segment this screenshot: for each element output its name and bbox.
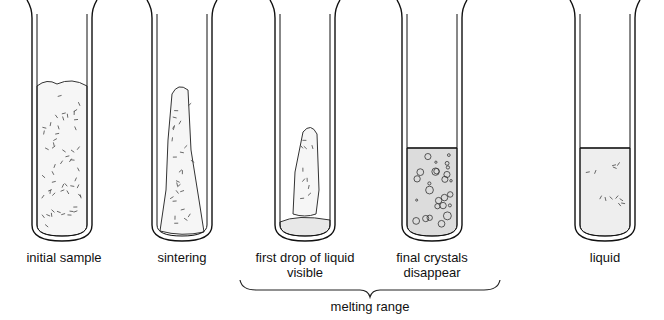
- crystal-specks: [42, 95, 625, 227]
- range-label: melting range: [290, 299, 450, 314]
- stage-label: initial sample: [4, 250, 124, 265]
- stage-label: sintering: [122, 250, 242, 265]
- capillary-tubes: [27, 0, 640, 241]
- sample-contents: [37, 81, 630, 236]
- stage-label: final crystals disappear: [374, 250, 490, 280]
- range-bracket: [240, 280, 500, 297]
- stage-label: first drop of liquid visible: [247, 250, 363, 280]
- stage-label: liquid: [550, 250, 660, 265]
